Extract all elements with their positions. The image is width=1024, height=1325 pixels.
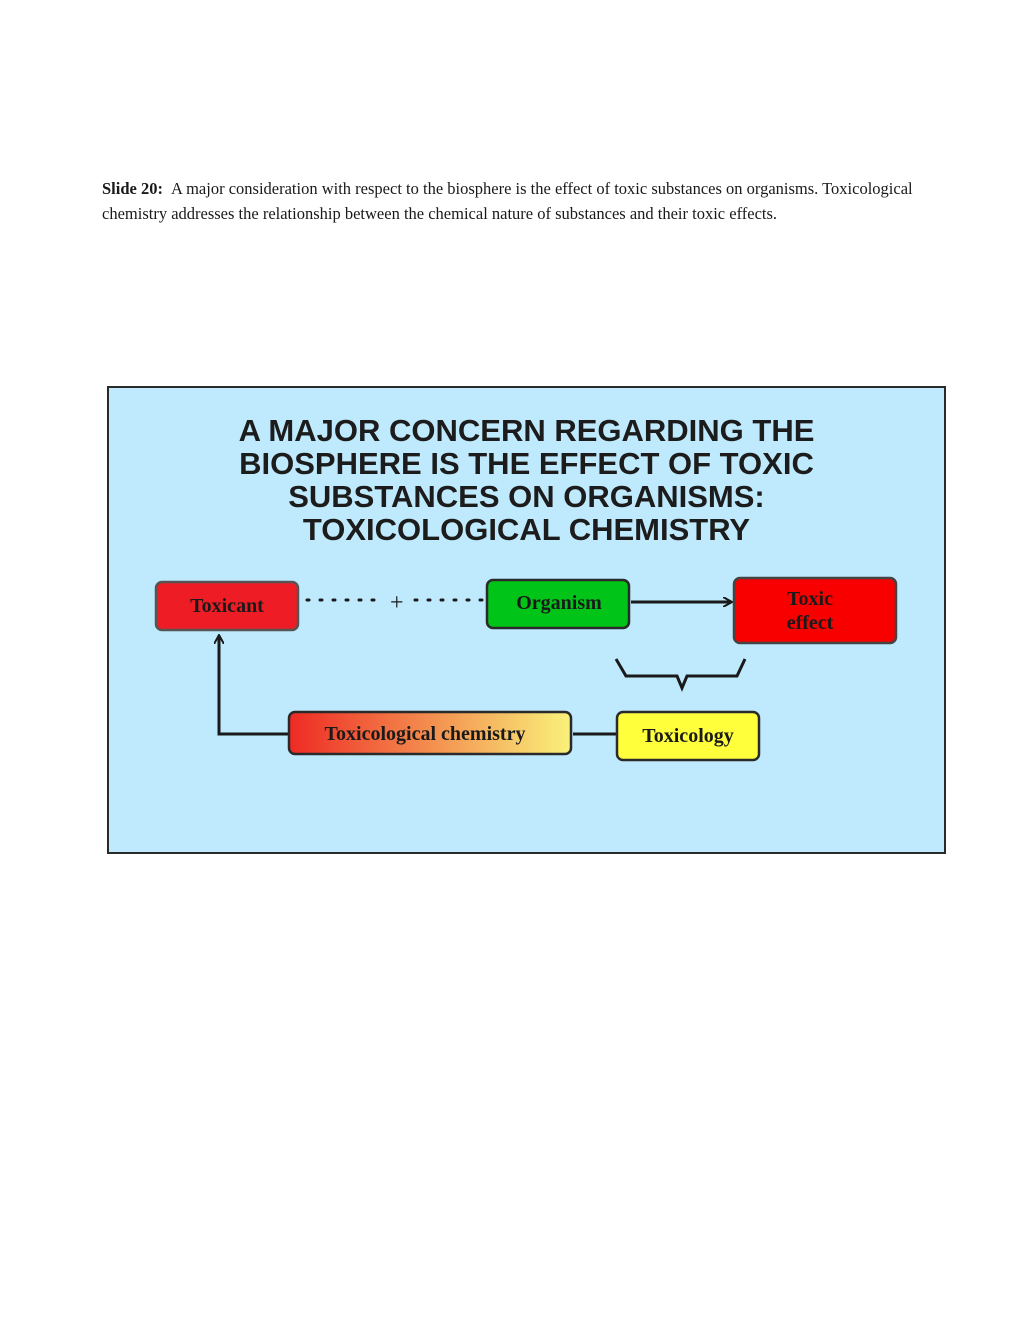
feedback-arrow	[219, 636, 289, 736]
plus-sign: +	[390, 590, 404, 616]
toxicology-label: Toxicology	[642, 725, 734, 747]
toxicant-box: Toxicant	[154, 580, 300, 632]
slide-title: A MAJOR CONCERN REGARDING THE BIOSPHERE …	[238, 413, 815, 547]
organism-label: Organism	[516, 592, 602, 614]
toxicological-chemistry-box: Toxicological chemistry	[287, 710, 573, 756]
slide-notes: Slide 20:A major consideration with resp…	[102, 176, 942, 226]
toxic-effect-box: Toxic effect	[732, 576, 898, 645]
toxic-effect-label-line1: Toxic	[787, 588, 833, 610]
toxicant-label: Toxicant	[190, 595, 264, 617]
toxic-effect-label-line2: effect	[787, 612, 834, 634]
toxicology-diagram: + Toxicant Organism Toxic effect T	[154, 576, 898, 762]
plus-connector: +	[305, 590, 485, 616]
toxicological-chemistry-label: Toxicological chemistry	[325, 723, 526, 745]
organism-box: Organism	[485, 578, 631, 630]
slide-number-label: Slide 20:	[102, 179, 163, 198]
slide-panel: A MAJOR CONCERN REGARDING THE BIOSPHERE …	[107, 386, 946, 854]
bracket-brace	[614, 658, 747, 692]
slide-notes-text: A major consideration with respect to th…	[102, 179, 913, 223]
toxicology-box: Toxicology	[615, 710, 761, 762]
